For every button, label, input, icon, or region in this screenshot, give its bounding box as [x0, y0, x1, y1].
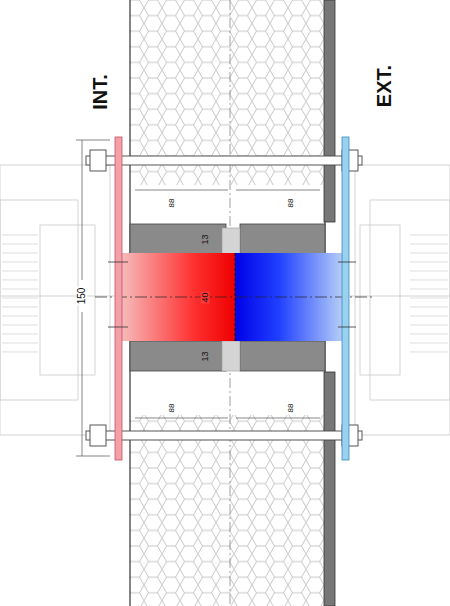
steel-sheet	[324, 372, 335, 606]
dimension-label: 40	[200, 291, 209, 303]
exterior-plate	[342, 137, 349, 460]
interior-plate	[115, 137, 122, 460]
background-profile	[0, 165, 450, 435]
side-label: INT.	[90, 73, 110, 111]
dimension-label: 88	[287, 198, 295, 209]
dimension-label: 150	[77, 287, 87, 306]
dimension-label: 13	[200, 233, 209, 245]
dimension-label: 88	[168, 403, 176, 414]
dimension-label: 88	[168, 198, 176, 209]
bolt	[86, 150, 362, 446]
side-label: EXT.	[374, 64, 394, 108]
steel-sheet	[324, 0, 335, 222]
dimension-label: 88	[287, 403, 295, 414]
dimension-label: 13	[200, 350, 209, 362]
